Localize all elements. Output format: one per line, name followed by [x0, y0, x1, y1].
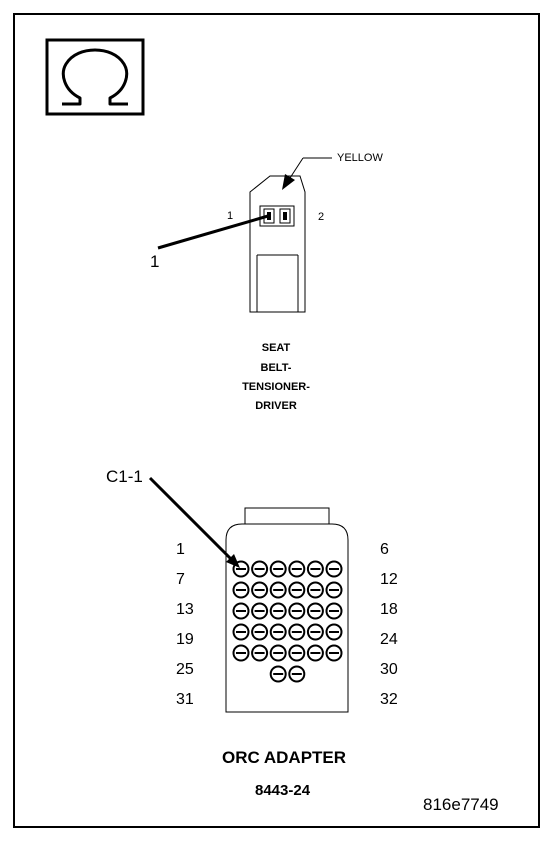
adapter-pin	[288, 644, 306, 662]
adapter-pin	[288, 602, 306, 620]
adapter-pin	[232, 581, 250, 599]
diagram-frame	[13, 13, 540, 828]
right-pin-label: 30	[380, 661, 398, 678]
adapter-pin	[251, 623, 269, 641]
adapter-pin	[232, 560, 250, 578]
right-pin-label: 24	[380, 631, 398, 648]
adapter-pin	[325, 581, 343, 599]
adapter-pin	[306, 560, 324, 578]
adapter-pin	[269, 602, 287, 620]
adapter-pin	[306, 644, 324, 662]
adapter-pin-grid	[232, 560, 343, 683]
right-pin-label: 6	[380, 541, 389, 558]
yellow-label: YELLOW	[337, 152, 383, 164]
adapter-pin	[269, 644, 287, 662]
right-pin-label: 32	[380, 691, 398, 708]
connector-pin-2-label: 2	[318, 211, 325, 223]
left-pin-label: 19	[176, 631, 194, 648]
adapter-pin	[269, 623, 287, 641]
adapter-pin	[269, 665, 287, 683]
left-pin-label: 7	[176, 571, 185, 588]
left-pin-label: 25	[176, 661, 194, 678]
adapter-pin	[232, 644, 250, 662]
adapter-pin	[288, 560, 306, 578]
adapter-pin	[232, 623, 250, 641]
right-pin-label: 18	[380, 601, 398, 618]
seat-belt-connector	[249, 175, 306, 313]
c1-1-leader	[148, 476, 240, 568]
figure-id: 816e7749	[423, 795, 499, 814]
caption-line-2: BELT-	[260, 362, 292, 374]
adapter-pin	[325, 602, 343, 620]
adapter-pin	[269, 560, 287, 578]
adapter-pin	[325, 644, 343, 662]
adapter-pin	[288, 623, 306, 641]
left-pin-label: 13	[176, 601, 194, 618]
adapter-pin	[306, 581, 324, 599]
adapter-pin	[288, 581, 306, 599]
c1-1-callout-label: C1-1	[106, 467, 143, 486]
left-pin-label: 1	[176, 541, 185, 558]
caption-line-1: SEAT	[261, 342, 291, 354]
right-pin-label: 12	[380, 571, 398, 588]
connector-pin-1-label: 1	[227, 210, 234, 222]
adapter-part-number: 8443-24	[255, 782, 311, 799]
left-pin-label: 31	[176, 691, 194, 708]
adapter-pin	[288, 665, 306, 683]
callout-1-label: 1	[150, 252, 160, 271]
adapter-pin	[325, 560, 343, 578]
ohm-icon	[45, 38, 145, 116]
caption-line-3: TENSIONER-	[242, 381, 310, 393]
adapter-pin	[306, 602, 324, 620]
adapter-pin	[251, 644, 269, 662]
adapter-pin	[269, 581, 287, 599]
adapter-pin	[232, 602, 250, 620]
adapter-pin	[306, 623, 324, 641]
adapter-pin	[251, 560, 269, 578]
adapter-title: ORC ADAPTER	[222, 748, 347, 767]
orc-adapter-body	[225, 507, 349, 713]
adapter-pin	[325, 623, 343, 641]
callout-1-leader	[157, 214, 269, 250]
adapter-pin	[251, 602, 269, 620]
adapter-pin	[251, 581, 269, 599]
yellow-leader	[282, 157, 332, 190]
caption-line-4: DRIVER	[255, 400, 297, 412]
